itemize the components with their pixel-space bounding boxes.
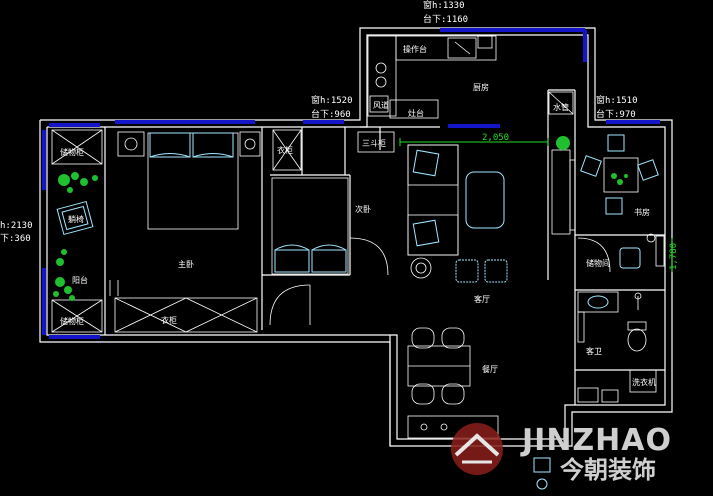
plant-icon — [611, 173, 628, 185]
master-bedroom-label: 主卧 — [178, 259, 194, 269]
west-window-height: h:2130 — [0, 221, 33, 231]
living-width-dimension: 2,050 — [482, 133, 509, 143]
brand-logo: JINZHAO 今朝装饰 — [451, 423, 672, 490]
kitchen-area: 操作台 风道 灶台 厨房 水管 — [367, 35, 574, 119]
plant-icon — [556, 136, 570, 150]
tv-cab-label: 三斗柜 — [362, 138, 386, 148]
sink-fixture-icon — [533, 457, 551, 490]
plant-icon — [53, 172, 98, 301]
lounge-chair-icon — [56, 200, 94, 236]
wardrobe-second-label: 衣柜 — [277, 145, 293, 155]
range-hood-label: 风道 — [373, 100, 389, 110]
kitchen-label: 厨房 — [473, 82, 489, 92]
stove-burner-icon — [375, 76, 387, 88]
prep-counter-label: 操作台 — [403, 44, 427, 54]
lamp-icon — [124, 137, 138, 151]
study-window-height: 窗h:1510 — [596, 94, 638, 106]
bathroom-label: 客卫 — [586, 346, 602, 356]
dining-room: 餐厅 — [407, 327, 499, 439]
chair-label: 躺椅 — [68, 214, 84, 224]
stove-burner-icon — [375, 62, 387, 74]
master-window-height: 窗h:1520 — [311, 94, 353, 106]
dimension-living: 2,050 — [399, 133, 549, 146]
tv-cabinet — [357, 131, 395, 153]
kitchen-window-sill: 台下:1160 — [423, 13, 468, 25]
study-window-sill: 台下:970 — [596, 108, 636, 120]
dining-room-label: 餐厅 — [482, 365, 498, 374]
living-room: 客厅 — [407, 144, 508, 304]
living-room-label: 客厅 — [474, 294, 490, 304]
storage-room-label: 储物间 — [586, 258, 610, 268]
study-label: 书房 — [634, 207, 650, 217]
master-bedroom: 主卧 衣柜 — [109, 131, 261, 333]
brand-name-cn: 今朝装饰 — [560, 456, 656, 484]
master-window-sill: 台下:960 — [311, 108, 351, 120]
study: 书房 储物间 1,780 — [551, 134, 679, 273]
brand-name-en: JINZHAO — [520, 423, 672, 458]
washer-label: 洗衣机 — [632, 377, 656, 387]
bathroom: 客卫 洗衣机 — [577, 291, 657, 403]
stove-label: 灶台 — [408, 108, 424, 118]
west-window-sill: 下:360 — [0, 234, 31, 244]
wardrobe-master-label: 衣柜 — [161, 315, 177, 325]
second-bedroom: 衣柜 次卧 — [269, 129, 389, 326]
storage-cab-bottom-label: 储物柜 — [60, 316, 84, 326]
pipe-label: 水管 — [553, 102, 569, 112]
storage-cab-top-label: 储物柜 — [60, 147, 84, 157]
second-bedroom-label: 次卧 — [355, 204, 371, 214]
balcony: 储物柜 储物柜 阳台 躺椅 — [51, 129, 103, 333]
outer-walls — [39, 27, 673, 447]
windows — [42, 28, 660, 339]
kitchen-window-height: 窗h:1330 — [423, 0, 465, 11]
balcony-label: 阳台 — [72, 275, 88, 285]
side-table-icon — [410, 257, 432, 279]
study-side-dimension: 1,780 — [669, 243, 679, 270]
toilet-icon — [627, 328, 647, 352]
lamp-icon — [244, 138, 256, 150]
